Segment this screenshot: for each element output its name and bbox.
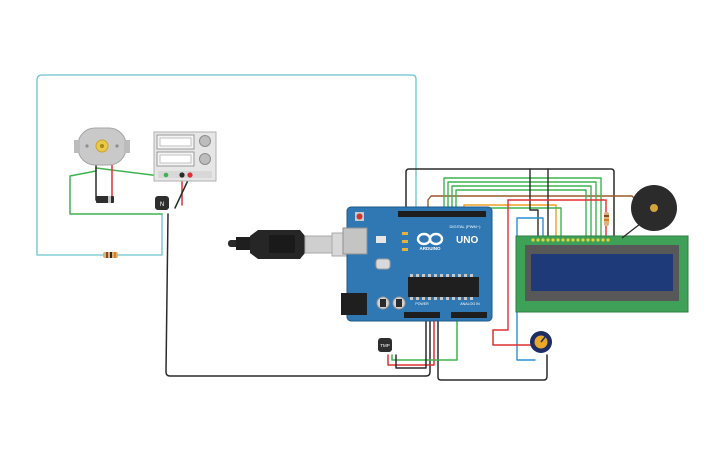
atmega-chip bbox=[408, 277, 479, 297]
power-label: POWER bbox=[415, 302, 429, 306]
arduino-model: UNO bbox=[456, 235, 478, 246]
power-supply[interactable] bbox=[153, 131, 217, 182]
wire-black-top[interactable] bbox=[405, 168, 615, 239]
arduino-brand: ARDUINO bbox=[420, 246, 441, 251]
wire-black-ground[interactable] bbox=[165, 213, 431, 377]
analog-label: ANALOG IN bbox=[460, 302, 480, 306]
power-header[interactable] bbox=[404, 312, 440, 318]
npn-transistor[interactable]: N bbox=[155, 196, 169, 210]
usb-cable[interactable] bbox=[228, 230, 349, 259]
wire-green-2[interactable] bbox=[447, 181, 597, 239]
wire-red-lcd[interactable] bbox=[492, 199, 509, 331]
digital-label: DIGITAL (PWM~) bbox=[450, 224, 482, 229]
usb-connector-metal bbox=[304, 235, 333, 254]
tmp-sensor[interactable]: TMP bbox=[378, 338, 392, 352]
wire-blue-pot[interactable] bbox=[516, 217, 544, 361]
tmp-label: TMP bbox=[380, 343, 390, 348]
wire-red-pot[interactable] bbox=[492, 329, 541, 346]
wire-black-lcd-2[interactable] bbox=[529, 168, 539, 239]
wire-teal-loop[interactable] bbox=[36, 74, 417, 256]
piezo-buzzer[interactable] bbox=[621, 185, 677, 239]
motor-tab-left bbox=[74, 140, 80, 153]
wires bbox=[36, 74, 633, 381]
wire-green-motor[interactable] bbox=[69, 170, 163, 215]
wire-brown[interactable] bbox=[427, 195, 633, 213]
arduino-uno[interactable]: DIGITAL (PWM~) ARDUINO UNO POWER ANALOG … bbox=[341, 206, 493, 322]
resistor[interactable] bbox=[103, 252, 118, 258]
wire-black-tmp[interactable] bbox=[395, 317, 427, 369]
supply-terminal-neg[interactable] bbox=[179, 172, 185, 178]
diode[interactable] bbox=[96, 196, 114, 203]
potentiometer[interactable] bbox=[530, 331, 552, 353]
supply-knob-current[interactable] bbox=[199, 153, 211, 165]
lcd-16x2[interactable] bbox=[515, 212, 689, 313]
digital-header[interactable] bbox=[398, 211, 486, 217]
wire-red-power[interactable] bbox=[387, 317, 435, 366]
wire-green-1[interactable] bbox=[443, 177, 602, 239]
analog-header[interactable] bbox=[451, 312, 487, 318]
wire-teal-resistor[interactable] bbox=[36, 213, 163, 256]
wire-green-analog[interactable] bbox=[391, 317, 458, 361]
supply-knob-voltage[interactable] bbox=[199, 135, 211, 147]
dc-motor[interactable] bbox=[74, 127, 130, 166]
wire-black-power[interactable] bbox=[437, 317, 548, 381]
arduino-logo-icon bbox=[416, 232, 444, 246]
transistor-label: N bbox=[160, 202, 164, 208]
lcd-pins[interactable] bbox=[531, 238, 610, 242]
wire-green-3[interactable] bbox=[451, 185, 592, 239]
lcd-screen bbox=[531, 254, 673, 291]
wire-green-4[interactable] bbox=[455, 189, 587, 239]
supply-terminal-pos[interactable] bbox=[187, 172, 193, 178]
motor-tab-right bbox=[124, 140, 130, 153]
